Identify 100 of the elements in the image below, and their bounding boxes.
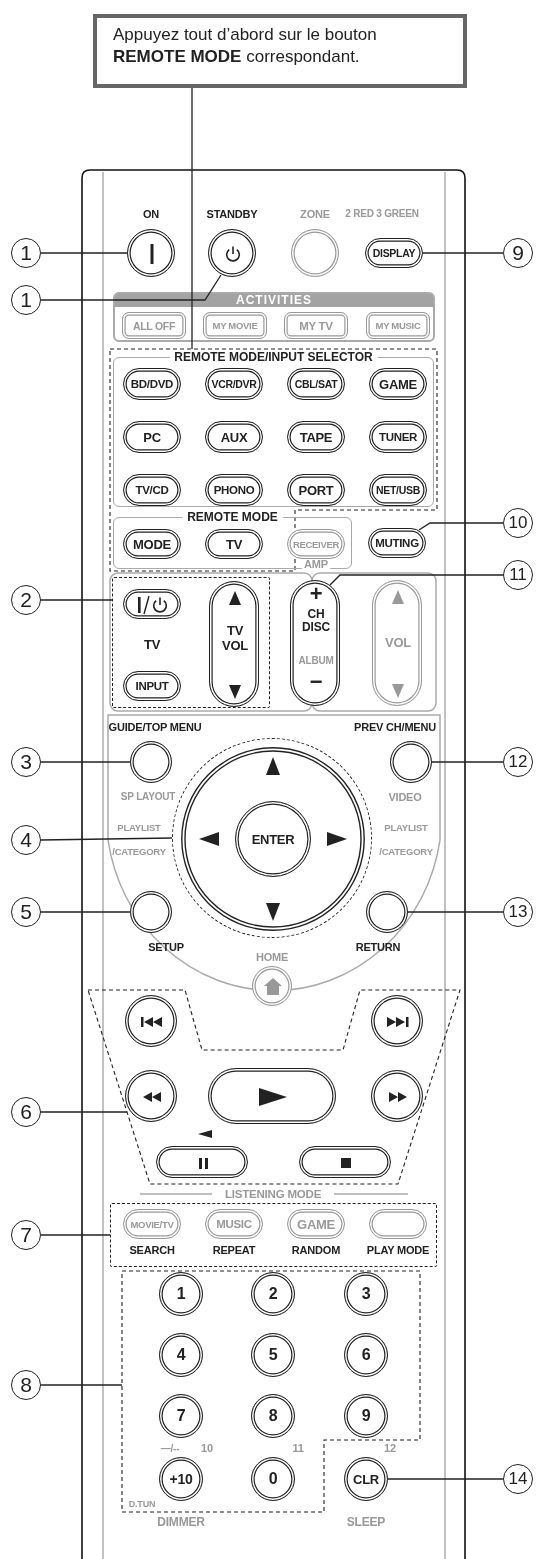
remote-button: 4 [159,1333,203,1377]
function-label: HOME [255,952,289,963]
remote-button [123,589,181,619]
callout-number: 5 [11,897,41,927]
remote-button: BD/DVD [123,368,181,400]
remote-button [208,1068,336,1124]
remote-button: ALL OFF [122,312,186,339]
button-label: STANDBY [206,208,258,220]
remote-button [371,1070,423,1122]
remote-button: TUNER [369,421,427,453]
leader-line [40,1384,123,1386]
remote-button: 2 [251,1272,295,1316]
remote-button: MY MOVIE [203,312,267,339]
function-label: 2 RED 3 GREEN [345,208,419,220]
remote-button: MY TV [284,312,348,339]
remote-button: AUX [205,421,263,453]
remote-button: PORT [287,474,345,506]
function-label: ZONE [300,208,330,220]
callout-number: 6 [11,1097,41,1127]
leader-line [40,274,222,301]
function-label: 12 [384,1443,396,1454]
remote-button: PHONO [205,474,263,506]
function-label: D.TUN [128,1499,156,1510]
remote-button: GAME [369,368,427,400]
leader-line [40,1234,111,1236]
button-label: SETUP [148,941,184,953]
remote-button: MOVIE/TV [123,1209,181,1239]
remote-button: TAPE [287,421,345,453]
button-label: GUIDE/TOP MENU [108,721,202,733]
function-label: SLEEP [346,1516,386,1529]
leader-line [40,599,113,601]
callout-number: 13 [503,897,533,927]
button-label: SEARCH [129,1244,175,1256]
function-label: AMP [302,559,330,570]
leader-line [422,252,504,254]
leader-line [387,1478,504,1480]
panel-heading: REMOTE MODE [182,510,283,524]
remote-button: MY MUSIC [366,312,430,339]
callout-number: 12 [503,747,533,777]
note-box: Appuyez tout d’abord sur le bouton REMOTE MODE correspondant. [93,14,467,88]
dashed-group-outline [122,1271,420,1512]
dashed-group-outline [112,577,270,708]
leader-line [40,837,173,841]
remote-button [156,1146,248,1178]
callout-number: 1 [11,285,41,315]
remote-button: 3 [344,1272,388,1316]
remote-button: 9 [344,1394,388,1438]
remote-button: 8 [251,1394,295,1438]
remote-button: VCR/DVR [205,368,263,400]
callout-number: 14 [503,1464,533,1494]
button-panel [113,292,435,342]
leader-line [418,522,504,531]
function-label: VIDEO [388,791,422,803]
remote-button: NET/USB [369,474,427,506]
remote-button: MUSIC [205,1209,263,1239]
leader-line [431,761,504,763]
leader-line [407,911,504,913]
leader-line [40,252,128,254]
remote-button: 1 [159,1272,203,1316]
remote-button: TV/CD [123,474,181,506]
function-label: SP LAYOUT [120,791,176,803]
function-label: 11 [292,1443,304,1454]
remote-button: 5 [251,1333,295,1377]
callout-number: 10 [503,508,533,538]
remote-button [125,1070,177,1122]
dashed-group-outline [88,990,460,1184]
remote-button: MODE [123,529,181,559]
function-label: PLAYLIST /CATEGORY [111,821,167,859]
remote-button: INPUT [123,671,181,701]
leader-line [329,574,504,586]
function-label: DIMMER [157,1516,205,1529]
callout-number: 9 [503,238,533,268]
callout-number: 7 [11,1220,41,1250]
remote-button: CLR [344,1457,388,1501]
leader-line [40,1111,128,1113]
remote-button: + CH DISC ALBUM − [290,580,340,706]
callout-number: 1 [11,238,41,268]
panel-heading: ACTIVITIES [115,294,433,307]
dashed-group-outline [110,1203,437,1267]
function-label: 10 [201,1443,213,1454]
leader-line [40,911,131,913]
callout-number: 2 [11,585,41,615]
dashed-group-outline [110,349,437,571]
button-label: ON [142,208,160,220]
remote-button: VOL [372,580,422,706]
button-label: PREV CH/MENU [354,721,436,733]
group-label: TV [143,639,161,651]
function-label: —/-- [160,1443,180,1454]
remote-button: DISPLAY [365,238,423,268]
remote-button: CBL/SAT [287,368,345,400]
remote-button: TV [205,529,263,559]
button-label: PLAY MODE [366,1244,430,1256]
leader-line [191,87,193,350]
callout-number: 3 [11,747,41,777]
function-label: PLAYLIST /CATEGORY [378,821,434,859]
callout-number: 4 [11,825,41,855]
leader-line [40,761,131,763]
callout-number: 11 [503,560,533,590]
remote-button: PC [123,421,181,453]
remote-button: ENTER [235,801,311,877]
